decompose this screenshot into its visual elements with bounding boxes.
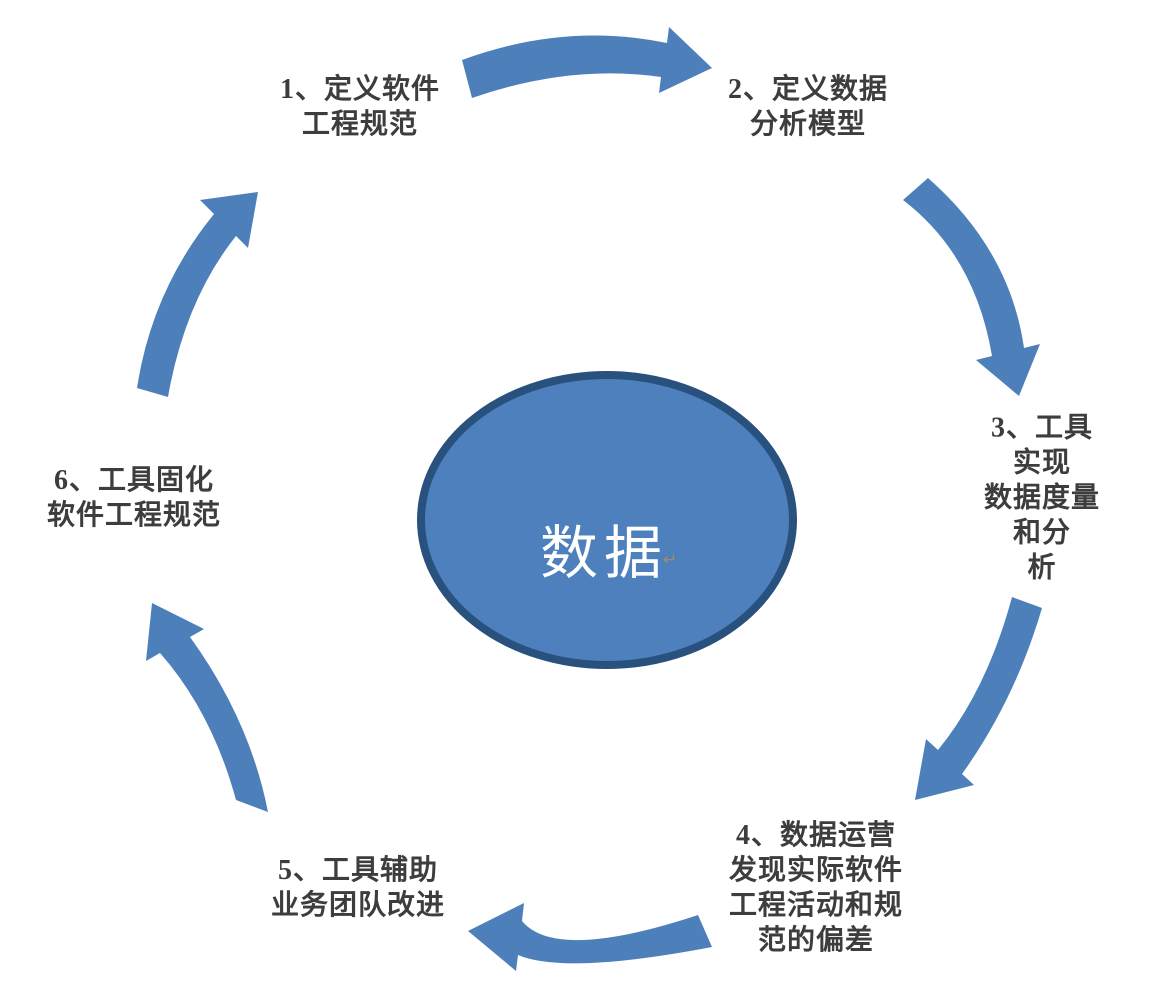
arrow-step5-to-step6 [146, 603, 268, 812]
paragraph-mark-icon: ↵ [663, 550, 678, 570]
step-label-4: 4、数据运营 发现实际软件 工程活动和规 范的偏差 [728, 820, 904, 956]
step-label-3: 3、工具实现 数据度量和分 析 [984, 412, 1101, 584]
step-label-6: 6、工具固化 软件工程规范 [46, 465, 222, 531]
arrow-step4-to-step5 [468, 903, 712, 971]
arrow-step1-to-step2 [462, 27, 712, 98]
arrow-step2-to-step3 [903, 178, 1040, 396]
center-label: 数据 [539, 521, 669, 586]
center-ellipse [417, 371, 797, 669]
arrow-step3-to-step4 [915, 597, 1042, 800]
step-label-1: 1、定义软件 工程规范 [279, 74, 441, 140]
step-label-2: 2、定义数据 分析模型 [727, 74, 889, 140]
step-label-5: 5、工具辅助 业务团队改进 [270, 855, 446, 921]
arrow-step6-to-step1 [137, 192, 258, 397]
